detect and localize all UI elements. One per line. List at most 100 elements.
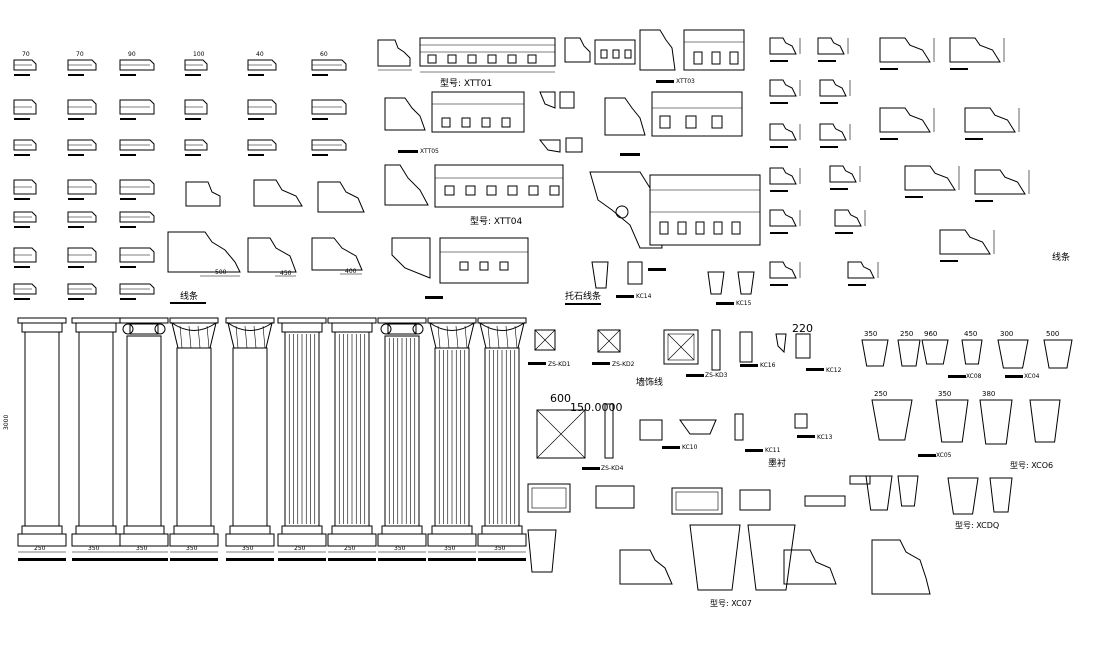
acanthus-capital [479,321,525,349]
column-2: 350 [71,317,121,561]
column-code-bar [72,558,120,561]
column-4: 350 [169,317,219,561]
keystone-dim: 250 [874,390,887,398]
column-code-bar [328,558,376,561]
small-moulding-profiles: 70 70 90 100 40 60 [13,51,347,300]
profile-code-bar [848,284,866,286]
profile-code-bar [830,188,848,190]
column-abacus [225,317,275,324]
acanthus-capital [171,321,217,349]
column-plinth [477,533,527,547]
column-abacus [277,317,327,324]
small-profile [67,99,97,120]
label-corbel: 墨衬 [768,457,786,469]
model-label-xtt01: 型号: XTT01 [440,78,492,89]
column-code-bar [478,558,526,561]
keystone-12 [897,475,919,507]
profile-dim: 60 [320,51,328,58]
profile-code-bar [120,118,136,120]
profile-code-bar [940,260,958,262]
volute [154,323,166,335]
column-capital [281,322,323,333]
keystone-dim: 250 [900,330,913,338]
small-profile [13,139,37,156]
small-profile: 70 [67,51,97,76]
small-profile [247,99,277,120]
right-profile [939,229,995,262]
small-profile: 100 [184,51,208,76]
profile-code-bar [770,284,788,286]
profile-code-bar [770,60,788,62]
code-xtt03: XTT03 [676,78,695,85]
cornice-strip-xtt05: XTT05 [384,91,525,155]
profile-code-bar [68,198,84,200]
column-abacus [327,317,377,324]
profile-code-bar [68,266,84,268]
column-width-dim: 250 [294,545,306,552]
small-profile: 70 [13,51,37,76]
keystone-4: 450 [961,330,983,365]
keystone-6: 500 [1043,330,1073,369]
wall-decor-panels: 墙饰线 ZS-KD1 ZS-KD2 ZS-KD3 KC16 KC12 220 [528,322,842,388]
column-plinth [377,533,427,547]
profile-dim: 70 [22,51,30,58]
small-profile: 90 [119,51,155,76]
code-xtt05: XTT05 [420,148,439,155]
profile-code-bar [185,118,201,120]
profile-code-bar [14,298,30,300]
cornice-strip-xtt06 [604,91,743,156]
small-profile [247,139,277,156]
profile-code-bar [14,118,30,120]
column-plinth [427,533,477,547]
small-profile [119,179,155,200]
profile-code-bar [905,196,923,198]
bracket-cornice-small [391,237,529,299]
profile-code-bar [770,102,788,104]
column-torus [75,525,117,535]
keystone-dim: 350 [938,390,951,398]
column-code-bar [120,558,168,561]
profile-code-bar [820,146,838,148]
column-torus [331,525,373,535]
ornament-panels [527,475,871,515]
keystone-13 [947,477,979,515]
keystone-dim: 960 [924,330,937,338]
profile-code-bar [312,74,328,76]
small-profile [13,211,37,228]
profile-code-bar [120,298,136,300]
acanthus-capital [429,321,475,349]
column-abacus [71,317,121,324]
keystone-5: 300 [997,330,1029,369]
profile-code-bar [818,60,836,62]
column-capital [21,322,63,333]
column-torus [21,525,63,535]
profile-code-bar [14,198,30,200]
column-width-dim: 350 [494,545,506,552]
column-width-dim: 350 [444,545,456,552]
right-profile [949,37,1005,70]
keystone-3: 960 [921,330,949,365]
column-abacus [477,317,527,324]
cornice-profile-xtt02 [377,39,412,71]
column-shaft [24,331,60,527]
model-label-xcdq: 型号: XCDQ [955,521,999,530]
column-plinth [327,533,377,547]
column-code-bar [226,558,274,561]
small-profile: 40 [247,51,277,76]
bracket-cornice-large: 托石线条 [565,171,761,305]
small-profile [67,283,97,300]
right-profile [879,37,935,70]
model-label-xc06: 型号: XCO6 [1010,461,1053,470]
column-plinth [225,533,275,547]
column-code-bar [378,558,426,561]
column-width-dim: 350 [88,545,100,552]
column-width-dim: 350 [242,545,254,552]
profile-code-bar [975,200,993,202]
keystone-10 [1029,399,1061,443]
profile-code-bar [68,74,84,76]
profile-code-bar [14,74,30,76]
column-torus [123,525,165,535]
small-profile [13,283,37,300]
